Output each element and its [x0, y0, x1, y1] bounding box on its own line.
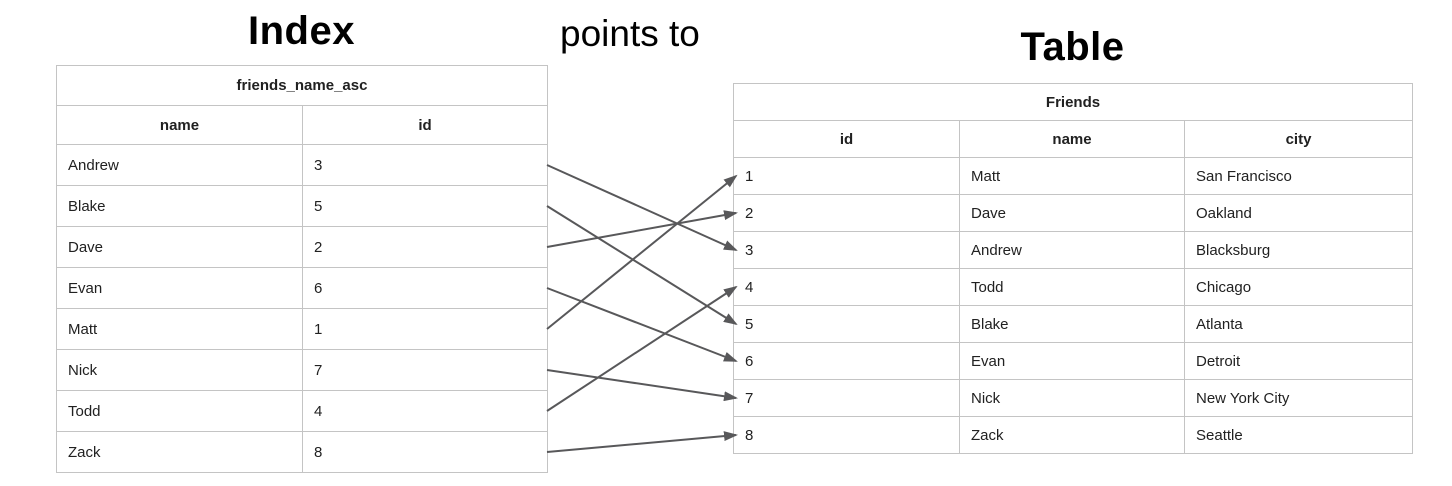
table-cell: 2 — [302, 226, 548, 268]
table-header-row: Friends — [732, 83, 1414, 121]
index-title: Index — [248, 9, 355, 53]
index-pointer-arrow — [546, 205, 738, 326]
table-cell: Matt — [959, 157, 1185, 195]
table-cell: Zack — [56, 431, 303, 473]
column-header-cell: city — [1183, 120, 1414, 158]
table-cell: Detroit — [1183, 342, 1414, 380]
table-cell: 4 — [302, 390, 548, 432]
column-header-cell: id — [733, 120, 960, 158]
index-pointer-arrow — [546, 210, 738, 248]
table-cell: Blake — [56, 185, 303, 227]
table-cell: 6 — [302, 267, 548, 309]
table-cell: Matt — [56, 308, 303, 350]
table-cell: Andrew — [56, 144, 303, 186]
table-cell: Evan — [56, 267, 303, 309]
table-cell: Dave — [959, 194, 1185, 232]
table-cell: 5 — [733, 305, 960, 343]
index-pointer-arrow — [546, 285, 738, 412]
table-cell: Atlanta — [1183, 305, 1414, 343]
table-cell: Zack — [959, 416, 1185, 454]
table-cell: San Francisco — [1183, 157, 1414, 195]
points-to-label: points to — [560, 13, 700, 54]
table-cell: Chicago — [1183, 268, 1414, 306]
index-pointer-arrow — [546, 431, 738, 453]
table-cell: Andrew — [959, 231, 1185, 269]
table-title: Table — [1020, 25, 1125, 69]
table-header-row: friends_name_asc — [56, 65, 548, 106]
table-cell: 8 — [302, 431, 548, 473]
index-pointer-arrow — [546, 174, 738, 330]
table-cell: Nick — [56, 349, 303, 391]
table-cell: 3 — [302, 144, 548, 186]
table-cell: 7 — [302, 349, 548, 391]
table-cell: Todd — [959, 268, 1185, 306]
column-header-cell: id — [302, 105, 548, 145]
table-cell: Oakland — [1183, 194, 1414, 232]
table-cell: Evan — [959, 342, 1185, 380]
table-cell: 2 — [733, 194, 960, 232]
column-header-cell: name — [959, 120, 1185, 158]
table-name-cell: Friends — [732, 83, 1414, 121]
table-cell: 1 — [302, 308, 548, 350]
column-header-cell: name — [56, 105, 303, 145]
table-cell: 8 — [733, 416, 960, 454]
table-cell: 6 — [733, 342, 960, 380]
table-cell: 5 — [302, 185, 548, 227]
table-cell: Blake — [959, 305, 1185, 343]
table-cell: Todd — [56, 390, 303, 432]
table-cell: Nick — [959, 379, 1185, 417]
index-pointer-arrow — [546, 287, 738, 362]
table-cell: Seattle — [1183, 416, 1414, 454]
table-cell: 3 — [733, 231, 960, 269]
table-cell: New York City — [1183, 379, 1414, 417]
index-pointer-arrow — [546, 164, 738, 251]
table-cell: Blacksburg — [1183, 231, 1414, 269]
table-cell: 1 — [733, 157, 960, 195]
table-cell: Dave — [56, 226, 303, 268]
index-pointer-arrow — [546, 369, 738, 402]
table-cell: 4 — [733, 268, 960, 306]
table-cell: 7 — [733, 379, 960, 417]
table-name-cell: friends_name_asc — [56, 65, 548, 106]
